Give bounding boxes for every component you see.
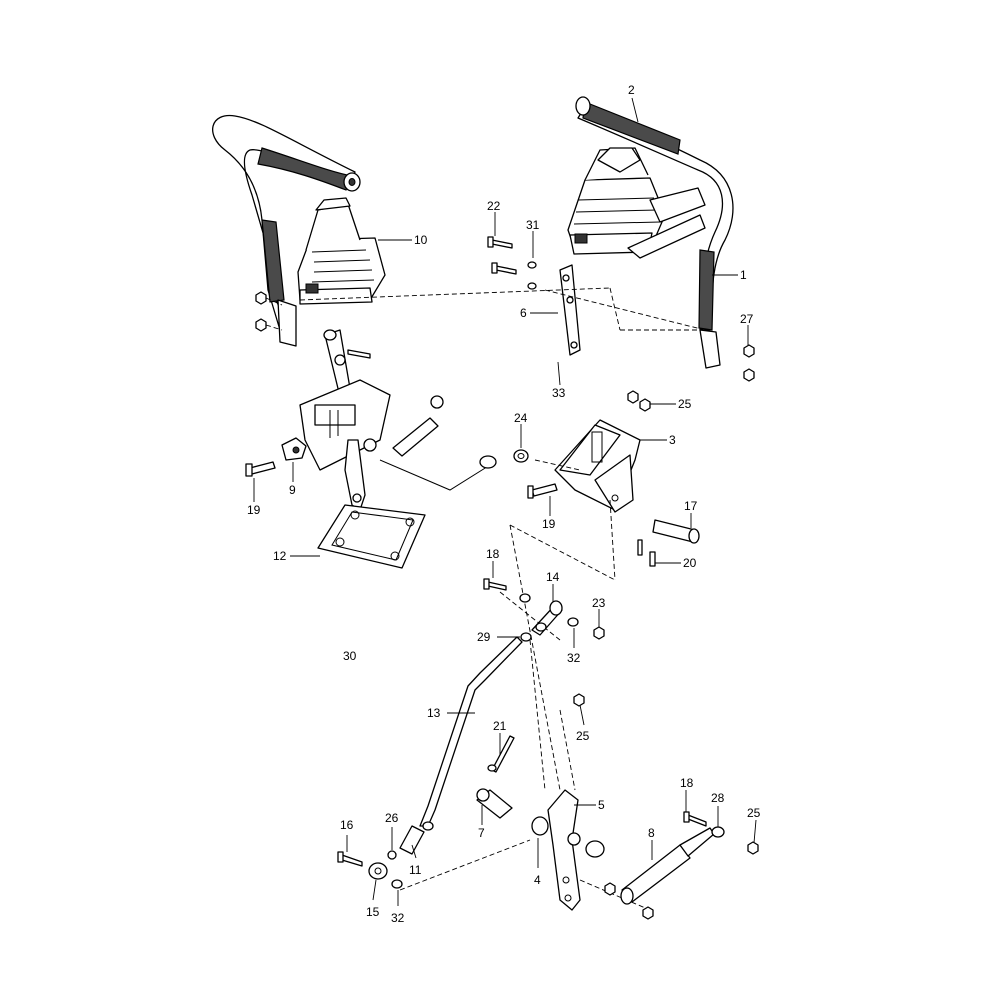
callout-7[interactable]: 7 — [478, 826, 485, 840]
lower-bushing-7 — [476, 788, 513, 819]
callout-14[interactable]: 14 — [546, 570, 560, 584]
lower-cylinder-8 — [604, 811, 759, 920]
lower-nut-25b — [573, 693, 585, 707]
callout-5[interactable]: 5 — [598, 798, 605, 812]
callout-13[interactable]: 13 — [427, 706, 441, 720]
callout-3[interactable]: 3 — [669, 433, 676, 447]
right-lever-6 — [559, 264, 581, 356]
callout-11[interactable]: 11 — [409, 863, 422, 877]
callout-30[interactable]: 30 — [343, 649, 357, 663]
callouts: 2 1 10 22 31 6 27 33 25 24 3 19 9 19 17 … — [247, 83, 761, 925]
right-screws-20 — [637, 539, 656, 567]
left-bracket-9 — [281, 437, 307, 461]
callout-6[interactable]: 6 — [520, 306, 527, 320]
right-nuts-27 — [743, 344, 755, 382]
callout-29[interactable]: 29 — [477, 630, 491, 644]
callout-19-left[interactable]: 19 — [247, 503, 261, 517]
callout-9[interactable]: 9 — [289, 483, 296, 497]
callout-19-right[interactable]: 19 — [542, 517, 556, 531]
callout-20[interactable]: 20 — [683, 556, 697, 570]
callout-4[interactable]: 4 — [534, 873, 541, 887]
callout-24[interactable]: 24 — [514, 411, 528, 425]
leader-lines — [253, 97, 757, 906]
callout-2[interactable]: 2 — [628, 83, 635, 97]
left-bolt-19 — [245, 461, 276, 477]
lower-bellcrank-5 — [531, 789, 605, 911]
lower-joint-15 — [337, 851, 403, 889]
callout-8[interactable]: 8 — [648, 826, 655, 840]
callout-31[interactable]: 31 — [526, 218, 540, 232]
left-gasket-plate — [317, 504, 426, 569]
callout-33[interactable]: 33 — [552, 386, 566, 400]
assembly-lines — [299, 287, 706, 911]
callout-17[interactable]: 17 — [684, 499, 698, 513]
callout-25-right[interactable]: 25 — [747, 806, 761, 820]
left-nuts — [255, 291, 371, 359]
left-shift-lever — [299, 329, 497, 511]
lower-link-14 — [483, 578, 605, 642]
callout-25-mid[interactable]: 25 — [576, 729, 590, 743]
callout-10[interactable]: 10 — [414, 233, 428, 247]
right-bracket-3 — [527, 419, 641, 513]
callout-16[interactable]: 16 — [340, 818, 354, 832]
lower-rod-13 — [419, 636, 523, 827]
callout-21[interactable]: 21 — [493, 719, 507, 733]
callout-18-top[interactable]: 18 — [486, 547, 500, 561]
left-control-boot — [297, 197, 386, 305]
callout-1[interactable]: 1 — [740, 268, 747, 282]
left-handle-bar — [212, 114, 361, 347]
callout-26[interactable]: 26 — [385, 811, 399, 825]
callout-15[interactable]: 15 — [366, 905, 380, 919]
right-nuts-25 — [627, 390, 651, 412]
callout-18-right[interactable]: 18 — [680, 776, 694, 790]
callout-28[interactable]: 28 — [711, 791, 725, 805]
right-bolts-22 — [487, 236, 537, 290]
callout-27[interactable]: 27 — [740, 312, 754, 326]
right-handle-bar — [575, 96, 734, 369]
callout-32-top[interactable]: 32 — [567, 651, 581, 665]
lower-rod-end-11 — [387, 821, 434, 860]
right-washer-24 — [513, 449, 529, 463]
callout-22[interactable]: 22 — [487, 199, 501, 213]
callout-25[interactable]: 25 — [678, 397, 692, 411]
right-control-boot — [567, 147, 706, 259]
callout-23[interactable]: 23 — [592, 596, 606, 610]
callout-32-bottom[interactable]: 32 — [391, 911, 405, 925]
callout-12[interactable]: 12 — [273, 549, 287, 563]
right-pin-17 — [652, 519, 700, 544]
lower-bolt-21 — [487, 735, 515, 773]
